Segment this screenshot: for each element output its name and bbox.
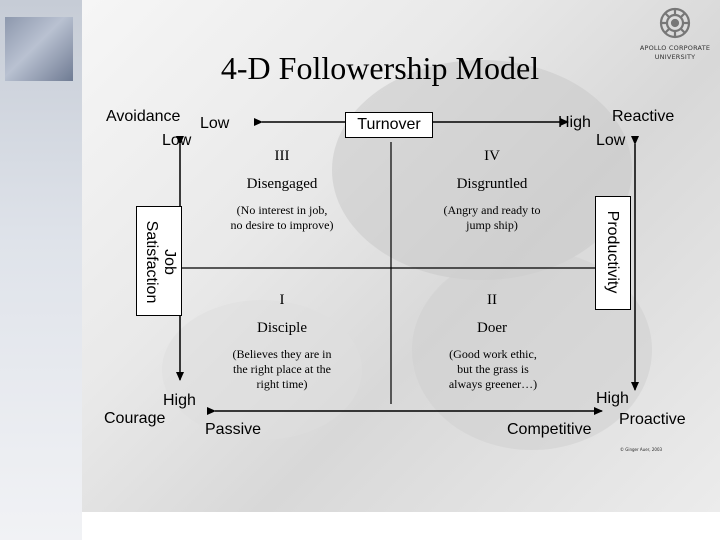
- quadrant-1-name: Disciple: [257, 320, 307, 336]
- handshake-photo: [5, 17, 73, 81]
- turnover-box: Turnover: [345, 112, 433, 138]
- label-avoidance: Avoidance: [106, 108, 181, 125]
- quadrant-2-name: Doer: [477, 320, 507, 336]
- job-satisfaction-line1: Job: [161, 249, 178, 275]
- job-satisfaction-line2: Satisfaction: [143, 220, 160, 304]
- quadrant-4-numeral: IV: [484, 148, 500, 164]
- page-title: 4-D Followership Model: [220, 50, 540, 86]
- quadrant-1-desc: (Believes they are in the right place at…: [232, 347, 332, 391]
- label-turnover-high: High: [558, 114, 591, 131]
- label-satisfaction-high: High: [163, 392, 196, 409]
- productivity-box: [595, 196, 631, 310]
- productivity-label: Productivity: [604, 210, 621, 294]
- label-productivity-low: Low: [596, 132, 626, 149]
- label-competitive: Competitive: [507, 421, 592, 438]
- quadrant-2-desc: (Good work ethic, but the grass is alway…: [448, 347, 538, 391]
- quadrant-1-numeral: I: [279, 292, 285, 308]
- job-satisfaction-box: [136, 206, 182, 316]
- spiral-logo-icon: [659, 7, 691, 39]
- quadrant-3-name: Disengaged: [246, 176, 318, 192]
- label-passive: Passive: [205, 421, 262, 438]
- logo-line2: UNIVERSITY: [654, 53, 696, 61]
- quadrant-4-desc: (Angry and ready to jump ship): [443, 203, 541, 232]
- logo-line1: APOLLO CORPORATE: [639, 44, 711, 52]
- label-avoidance-low: Low: [200, 115, 230, 132]
- quadrant-3-desc: (No interest in job, no desire to improv…: [230, 203, 334, 232]
- label-reactive: Reactive: [612, 108, 675, 125]
- label-satisfaction-low: Low: [162, 132, 192, 149]
- label-productivity-high: High: [596, 390, 629, 407]
- label-courage: Courage: [104, 410, 166, 427]
- logo: APOLLO CORPORATE UNIVERSITY: [633, 3, 717, 65]
- quadrant-2-numeral: II: [487, 292, 497, 308]
- job-satisfaction-label: Job Satisfaction: [138, 208, 178, 316]
- label-proactive: Proactive: [619, 411, 686, 428]
- quadrant-3-numeral: III: [274, 148, 290, 164]
- left-decorative-bar: [0, 0, 82, 540]
- quadrant-4-name: Disgruntled: [456, 176, 528, 192]
- copyright-note: © Ginger Auer, 2003: [620, 447, 663, 452]
